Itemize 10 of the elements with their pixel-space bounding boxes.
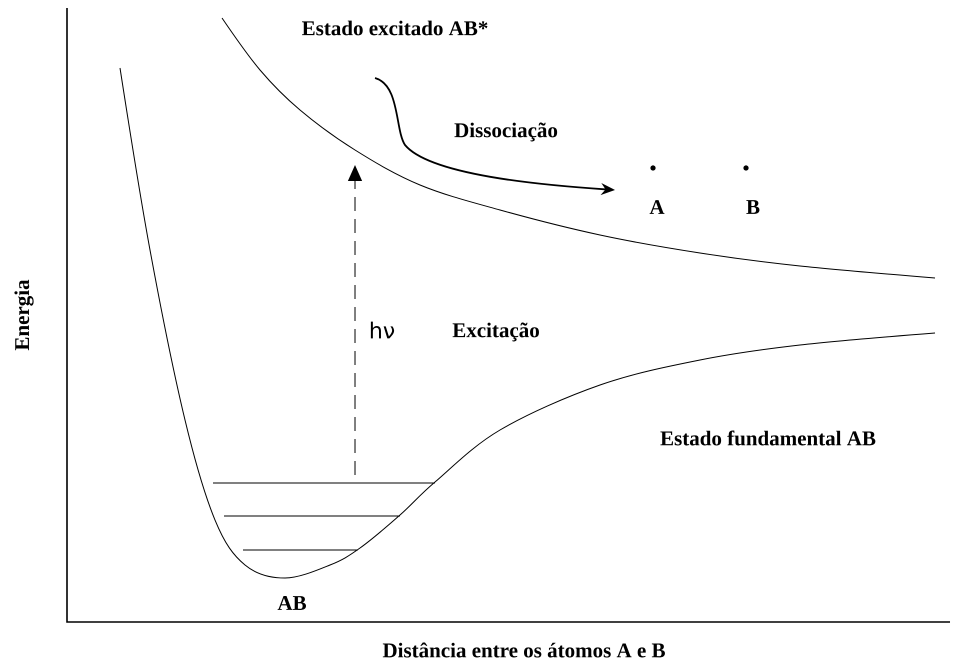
- label: AB: [278, 596, 306, 610]
- label: hν: [370, 322, 394, 338]
- label: Estado excitado AB*: [302, 20, 488, 36]
- label: B: [746, 200, 760, 214]
- label: Energia: [14, 280, 34, 350]
- label: Dissociação: [454, 122, 558, 142]
- label: Excitação: [452, 322, 539, 342]
- label: Distância entre os átomos A e B: [382, 642, 665, 658]
- label: Estado fundamental AB: [660, 430, 876, 446]
- label: A: [650, 200, 664, 214]
